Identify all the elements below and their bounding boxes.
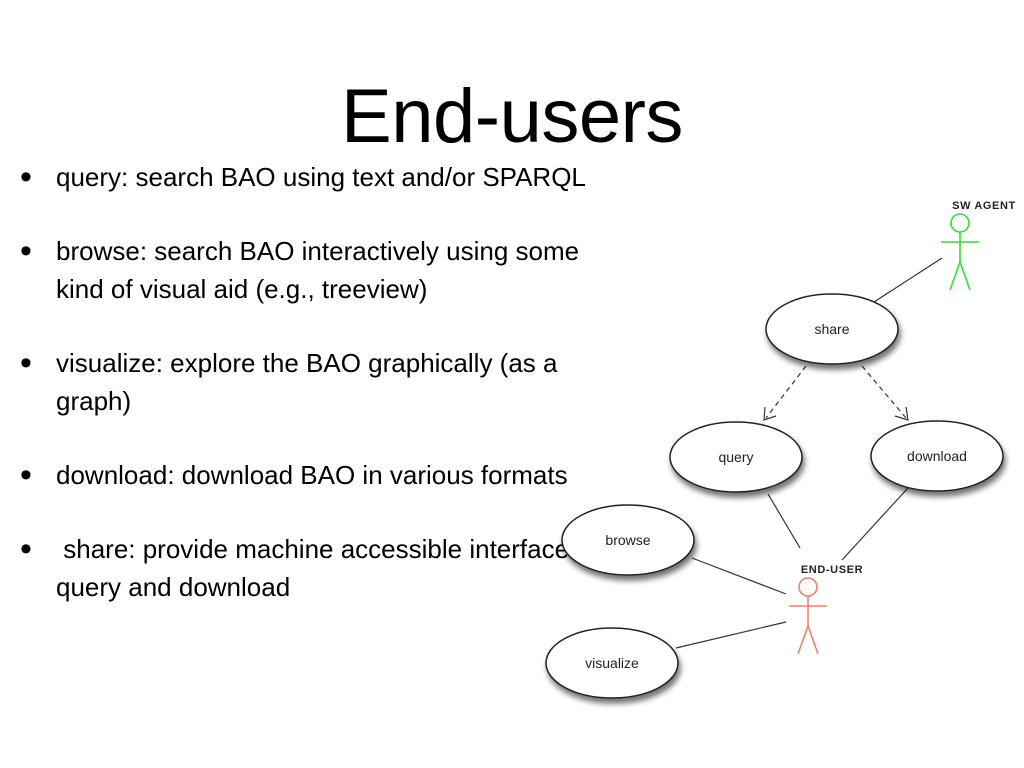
use-case-visualize: visualize [545, 627, 679, 699]
use-case-share: share [765, 293, 899, 365]
association-line-user-query [767, 493, 801, 549]
bullet-dot-icon: • [20, 344, 32, 382]
arrowhead-icon [894, 406, 909, 421]
association-line-agent-share [873, 257, 943, 303]
bullet-text: browse: search BAO interactively using s… [56, 236, 587, 304]
arrowhead-icon [763, 406, 777, 421]
bullet-item-share: • share: provide machine accessible inte… [16, 530, 626, 606]
use-case-label: share [814, 321, 849, 337]
bullet-item-download: • download: download BAO in various form… [16, 456, 626, 494]
bullet-dot-icon: • [20, 456, 32, 494]
association-line-user-browse [691, 557, 787, 595]
bullet-dot-icon: • [20, 158, 32, 196]
use-case-query: query [669, 421, 803, 493]
use-case-label: browse [605, 532, 650, 548]
use-case-download: download [870, 420, 1004, 492]
bullet-text: download: download BAO in various format… [56, 460, 568, 490]
actor-sw-agent: SW AGENT [941, 200, 1016, 291]
actor-label: SW AGENT [952, 200, 1016, 212]
dependency-line-share-query [765, 365, 807, 419]
bullet-text: query: search BAO using text and/or SPAR… [56, 162, 586, 192]
dependency-line-share-download [861, 365, 907, 419]
bullet-item-query: • query: search BAO using text and/or SP… [16, 158, 626, 196]
stick-figure-icon [941, 213, 979, 291]
use-case-label: query [718, 449, 753, 465]
actor-end-user: END-USER [789, 564, 863, 655]
association-line-user-download [841, 487, 909, 561]
use-case-label: visualize [585, 655, 639, 671]
association-line-user-visualize [675, 621, 787, 649]
stick-figure-icon [789, 577, 827, 655]
bullet-text: visualize: explore the BAO graphically (… [56, 348, 565, 416]
use-case-label: download [907, 448, 967, 464]
slide-title: End-users [341, 74, 683, 159]
bullet-list: • query: search BAO using text and/or SP… [16, 158, 626, 642]
bullet-dot-icon: • [20, 530, 32, 568]
bullet-item-visualize: • visualize: explore the BAO graphically… [16, 344, 626, 420]
bullet-text: share: provide machine accessible interf… [56, 534, 620, 602]
bullet-dot-icon: • [20, 232, 32, 270]
actor-label: END-USER [801, 564, 863, 576]
use-case-browse: browse [561, 504, 695, 576]
bullet-item-browse: • browse: search BAO interactively using… [16, 232, 626, 308]
